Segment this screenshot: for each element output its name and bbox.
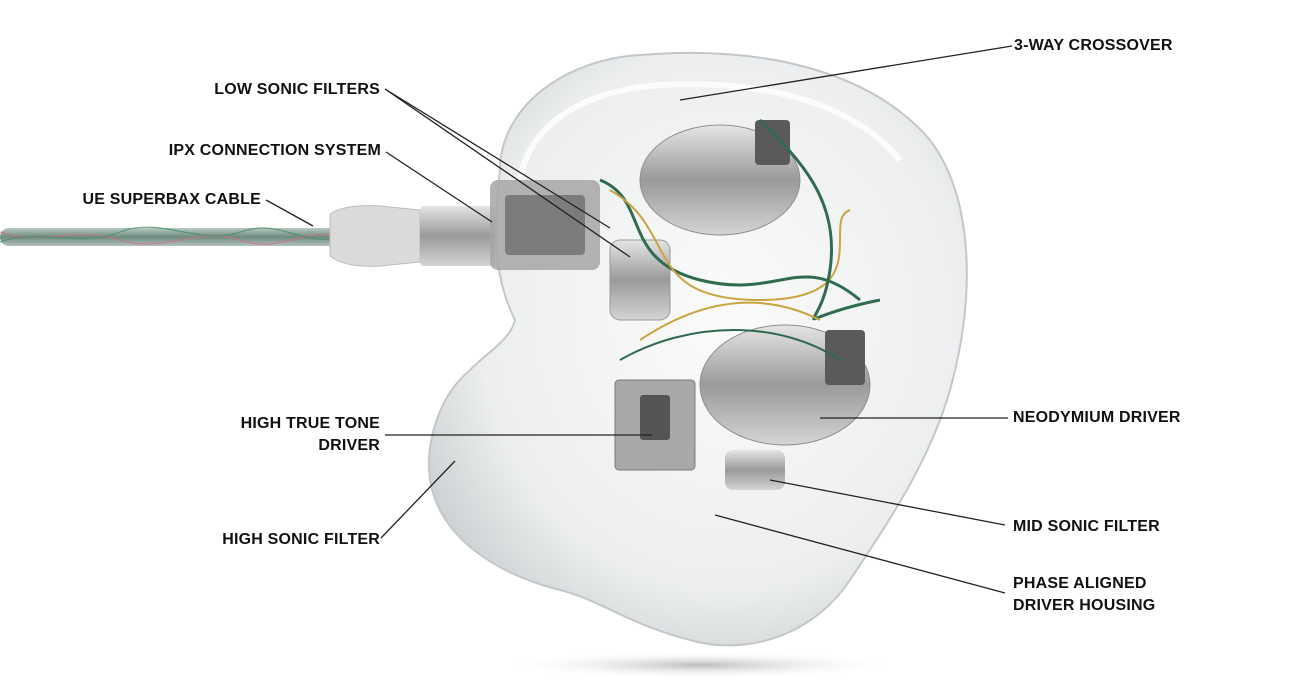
label-high-true-tone-driver-line2: DRIVER [318,437,380,454]
label-ipx-connection-system: IPX CONNECTION SYSTEM [168,142,381,159]
label-mid-sonic-filter: MID SONIC FILTER [1013,518,1160,535]
floor-shadow [500,651,900,679]
cable-graphic [0,205,495,267]
label-high-true-tone-driver-line1: HIGH TRUE TONE [240,415,380,432]
label-low-sonic-filters: LOW SONIC FILTERS [214,81,380,98]
label-high-sonic-filter: HIGH SONIC FILTER [222,531,380,548]
leader-lines [265,45,1013,594]
label-neodymium-driver: NEODYMIUM DRIVER [1013,409,1181,426]
neodymium-driver-graphic [699,324,871,446]
label-3-way-crossover: 3-WAY CROSSOVER [1014,37,1173,54]
label-phase-aligned-line2: DRIVER HOUSING [1013,597,1156,614]
label-phase-aligned-line1: PHASE ALIGNED [1013,575,1147,592]
crossover-wires [599,118,881,361]
top-driver [639,120,801,236]
label-ue-superbax-cable: UE SUPERBAX CABLE [82,191,261,208]
